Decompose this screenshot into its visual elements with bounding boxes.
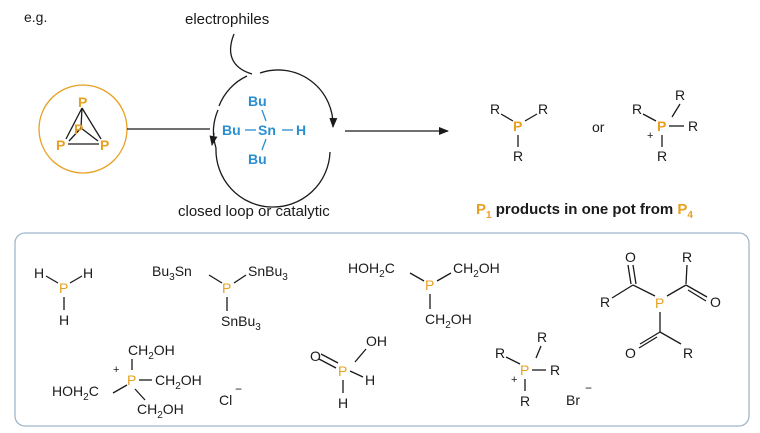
svg-text:H: H [365,372,375,388]
example-triacylphosphine: O R P R O O R [600,249,721,361]
svg-text:P: P [59,280,68,296]
svg-text:CH2OH: CH2OH [425,311,472,331]
svg-text:R: R [688,118,698,134]
svg-text:OH: OH [366,333,387,349]
svg-text:R: R [513,148,523,164]
svg-text:+: + [511,374,517,386]
example-thp: HOH2C P CH2OH CH2OH [348,260,500,331]
svg-text:O: O [310,348,321,364]
p4-atom-top: P [78,94,87,110]
products-caption: P1 products in one pot from P4 [476,201,693,221]
svg-text:SnBu3: SnBu3 [221,313,261,333]
examples-panel [14,232,750,427]
svg-text:R: R [682,249,692,265]
phosphonium-p-atom-example: P [520,362,529,378]
svg-text:CH2OH: CH2OH [453,260,500,280]
svg-text:R: R [600,294,610,310]
svg-text:−: − [235,382,242,396]
svg-text:H: H [34,265,44,281]
svg-text:P: P [127,372,136,388]
svg-text:R: R [683,345,693,361]
example-tris-stannylphosphine: Bu3Sn P SnBu3 SnBu3 [152,263,288,333]
svg-text:CH2OH: CH2OH [155,372,202,392]
svg-text:R: R [550,362,560,378]
svg-text:R: R [495,345,505,361]
svg-text:O: O [625,249,636,265]
svg-text:CH2OH: CH2OH [128,342,175,362]
svg-text:Bu3Sn: Bu3Sn [152,263,192,283]
hydride-atom: H [296,122,306,138]
catalytic-cycle [209,69,338,208]
svg-text:P: P [425,277,434,293]
svg-text:R: R [675,87,685,103]
phosphonium-p-atom: P [657,118,666,134]
svg-text:+: + [647,130,653,142]
svg-text:R: R [537,329,547,345]
bu-left: Bu [222,122,241,138]
bromide-counterion: Br [566,392,580,408]
svg-text:H: H [83,265,93,281]
svg-text:HOH2C: HOH2C [348,260,395,280]
svg-text:CH2OH: CH2OH [137,401,184,421]
example-thpc: CH2OH + P CH2OH HOH2C CH2OH Cl − [52,342,242,421]
svg-text:R: R [490,101,500,117]
bu-bottom: Bu [248,151,267,167]
svg-text:R: R [538,101,548,117]
product-p-atom: P [513,118,522,134]
tributyltin-hydride: Bu Bu Sn H Bu [222,93,306,167]
product-phosphonium: R R P + R R [632,87,698,164]
product-phosphine: R P R R [490,101,548,164]
example-label: e.g. [24,9,47,25]
electrophiles-arrow [229,33,253,75]
svg-text:H: H [338,395,348,411]
svg-text:H: H [59,312,69,328]
svg-text:+: + [113,364,119,376]
electrophiles-label: electrophiles [185,11,269,28]
cycle-caption: closed loop or catalytic [178,203,330,220]
svg-text:O: O [625,345,636,361]
p4-atom-left: P [56,137,65,153]
svg-text:P: P [222,280,231,296]
chloride-counterion: Cl [219,392,232,408]
svg-text:−: − [585,381,592,395]
bu-top: Bu [248,93,267,109]
svg-text:R: R [520,393,530,409]
svg-text:P: P [338,363,347,379]
tin-atom: Sn [258,122,276,138]
svg-text:R: R [632,101,642,117]
svg-text:R: R [657,148,667,164]
example-phosphine: H P H H [34,265,93,328]
p4-atom-center: P [74,121,83,137]
svg-text:O: O [710,294,721,310]
p4-molecule: P P P P [38,84,128,174]
svg-text:P: P [655,295,664,311]
svg-text:HOH2C: HOH2C [52,383,99,403]
svg-text:SnBu3: SnBu3 [248,263,288,283]
example-phosphonium-bromide: R R P + R R Br − [495,329,592,409]
example-phosphonic-acid: OH O P H H [310,333,387,411]
p4-atom-right: P [100,137,109,153]
or-label: or [592,119,605,135]
